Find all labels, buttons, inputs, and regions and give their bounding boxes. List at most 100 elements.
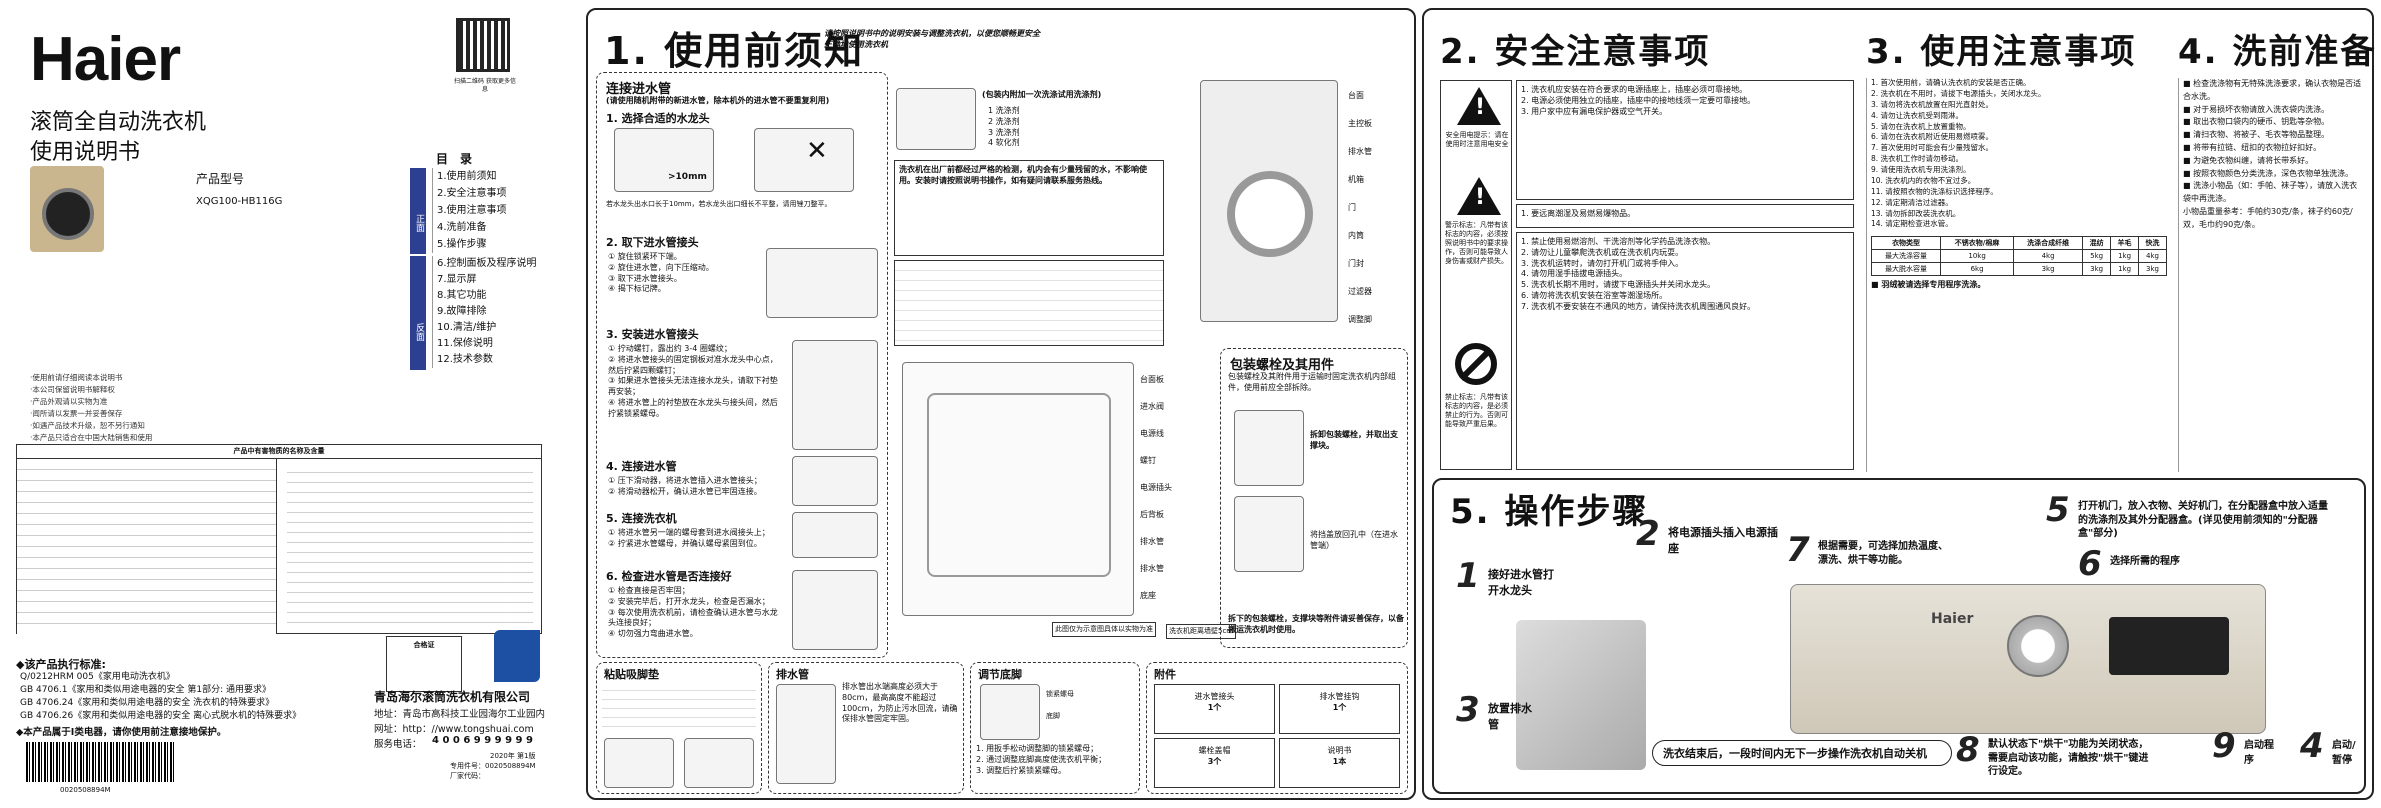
usage-items: 1. 首次使用前，请确认洗衣机的安装是否正确。2. 洗衣机在不用时，请拔下电源插… bbox=[1871, 78, 2168, 230]
section-3-body: 1. 首次使用前，请确认洗衣机的安装是否正确。2. 洗衣机在不用时，请拔下电源插… bbox=[1866, 78, 2168, 472]
usage-item: 11. 请按照衣物的洗涤标识选择程序。 bbox=[1871, 186, 1998, 196]
washer-front-illustration bbox=[1200, 80, 1338, 322]
transport-note: 拆下的包装螺栓，支撑块等附件请妥善保存，以备搬运洗衣机时使用。 bbox=[1228, 614, 1404, 634]
sticker-illustration-b bbox=[684, 738, 754, 788]
step6-heading: 6. 检查进水管是否连接好 bbox=[606, 570, 732, 583]
qr-code[interactable] bbox=[456, 18, 510, 72]
model-label: 产品型号 bbox=[196, 172, 245, 186]
cap-insert-illustration bbox=[1234, 496, 1304, 572]
step4-heading: 4. 连接进水管 bbox=[606, 460, 677, 473]
op-step-7-text: 根据需要，可选择加热温度、漂洗、烘干等功能。 bbox=[1818, 541, 1948, 566]
safety-item: 2. 请勿让儿童攀爬洗衣机或在洗衣机内玩耍。 bbox=[1521, 247, 1684, 257]
accessories-title: 附件 bbox=[1154, 668, 1176, 681]
accessory-qty: 1本 bbox=[1332, 757, 1347, 766]
faucet-dimension: >10mm bbox=[668, 172, 707, 182]
step2-list: ① 旋住锁紧环下端。② 旋住进水管，向下压缩动。③ 取下进水管接头。④ 揭下标记… bbox=[608, 252, 758, 295]
leveling-list: 1. 用扳手松动调整脚的锁紧螺母；2. 通过调整底脚高度使洗衣机平衡；3. 调整… bbox=[976, 744, 1136, 776]
pipe-title: 连接进水管 bbox=[606, 82, 672, 97]
toc-front-tab: 正面 bbox=[410, 168, 426, 254]
part-label: 门 bbox=[1348, 203, 1356, 212]
usage-item: 9. 请使用洗衣机专用洗涤剂。 bbox=[1871, 165, 1971, 174]
display-screen bbox=[2109, 617, 2229, 675]
forbid-icon bbox=[1455, 343, 1497, 385]
electric-label: 安全用电提示：请在使用时注意用电安全 bbox=[1445, 131, 1509, 149]
usage-item: 14. 请定期检查进水管。 bbox=[1871, 219, 1953, 229]
section-1-panel: 1. 使用前须知 请按照说明书中的说明安装与调整洗衣机，以便您顺畅更安全正确地使… bbox=[586, 8, 1416, 800]
usage-item: 6. 请勿在洗衣机附近使用易燃喷雾。 bbox=[1871, 132, 1994, 142]
toc-item: 7.显示屏 bbox=[437, 274, 477, 285]
step3-heading: 3. 安装进水管接头 bbox=[606, 328, 699, 341]
toc-item: 2.安全注意事项 bbox=[437, 188, 507, 199]
company-address: 地址：青岛市高科技工业园海尔工业园内 bbox=[374, 709, 546, 720]
safety-item: 3. 用户家中应有漏电保护器或空气开关。 bbox=[1521, 106, 1668, 116]
step-item: ③ 每次使用洗衣机前，请检查确认进水管与水龙头连接良好； bbox=[608, 607, 778, 628]
safety-item: 1. 洗衣机应安装在符合要求的电源插座上，插座必须可靠接地。 bbox=[1521, 85, 1748, 94]
step-item: ① 旋住锁紧环下端。 bbox=[608, 252, 682, 261]
standard-item: Q/0212HRM 005《家用电动洗衣机》 bbox=[20, 672, 175, 682]
program-knob[interactable] bbox=[2007, 615, 2069, 677]
forbid-label: 禁止标志：凡带有该标志的内容，是必须禁止的行为。否则可能导致严重后果。 bbox=[1445, 393, 1508, 429]
table-cell: 4kg bbox=[2138, 249, 2167, 264]
energy-label bbox=[494, 630, 540, 682]
leveling-title: 调节底脚 bbox=[978, 668, 1022, 681]
step5-heading: 5. 连接洗衣机 bbox=[606, 512, 677, 525]
step-item: ④ 切勿强力弯曲进水管。 bbox=[608, 629, 698, 639]
toc-item: 3.使用注意事项 bbox=[437, 205, 507, 216]
step-item: ② 安装完毕后，打开水龙头，检查是否漏水； bbox=[608, 596, 770, 606]
cross-icon: ✕ bbox=[806, 136, 828, 166]
op-step-8-text: 默认状态下"烘干"功能为关闭状态，需要启动该功能，请触按"烘干"键进行设定。 bbox=[1988, 739, 2149, 777]
toc-back-tab: 反面 bbox=[410, 256, 426, 370]
toc-title: 目 录 bbox=[436, 152, 473, 166]
hotline-label: 服务电话： bbox=[374, 739, 422, 750]
safety-box-a: 1. 洗衣机应安装在符合要求的电源插座上，插座必须可靠接地。2. 电源必须使用独… bbox=[1516, 80, 1854, 200]
washer-connect-illustration bbox=[792, 512, 878, 558]
connector-remove-illustration bbox=[766, 248, 878, 318]
leveling-illustration bbox=[980, 684, 1040, 740]
op-step-9-number: 9 bbox=[2212, 726, 2236, 766]
usage-item: 10. 洗衣机内的衣物不宜过多。 bbox=[1871, 175, 1976, 185]
cover-note: ·产品外观请以实物为准 bbox=[30, 397, 108, 406]
transport-column bbox=[1220, 348, 1408, 648]
table-cell: 5kg bbox=[2082, 249, 2112, 264]
accessory-name: 进水管接头 bbox=[1194, 692, 1235, 701]
step5-list: ① 将进水管另一端的螺母套到进水阀接头上；② 拧紧进水管螺母，并确认螺母紧固到位… bbox=[608, 528, 780, 550]
op-step-7-number: 7 bbox=[1786, 530, 1810, 570]
prep-item: 小物品重量参考：手帕约30克/条，袜子约60克/双，毛巾约90克/条。 bbox=[2183, 206, 2353, 229]
step1-text: 若水龙头出水口长于10mm，若水龙头出口细长不平整，请用锉刀整平。 bbox=[606, 200, 832, 208]
section-2-sidebar: 安全用电提示：请在使用时注意用电安全 警示标志：凡带有该标志的内容，必须按照说明… bbox=[1440, 80, 1512, 470]
prep-item: ■ 将带有拉链、纽扣的衣物拉好扣好。 bbox=[2183, 142, 2322, 152]
part-label: 台面 bbox=[1348, 91, 1364, 100]
hazard-table: 产品中有害物质的名称及含量 bbox=[16, 444, 542, 634]
usage-item: 7. 首次使用时可能会有少量残留水。 bbox=[1871, 143, 1994, 153]
toc-item: 5.操作步骤 bbox=[437, 239, 487, 250]
usage-item: 5. 请勿在洗衣机上放置重物。 bbox=[1871, 121, 1971, 131]
factory-code: 厂家代码： bbox=[450, 772, 485, 780]
part-label: 台面板 bbox=[1140, 375, 1164, 384]
table-header-cell: 羊毛 bbox=[2110, 236, 2140, 251]
section-5-panel bbox=[1432, 478, 2366, 794]
pack-item: 1 洗涤剂 bbox=[988, 106, 1020, 115]
table-header-cell: 不锈衣物/棉麻 bbox=[1940, 236, 2015, 251]
op-step-9-text: 启动程序 bbox=[2244, 740, 2274, 766]
drain-box bbox=[768, 662, 964, 794]
leak-check-illustration bbox=[792, 570, 878, 650]
table-header-cell: 洗涤合成纤维 bbox=[2013, 236, 2084, 251]
barcode bbox=[26, 742, 176, 782]
op-step-1-text: 接好进水管打开水龙头 bbox=[1488, 568, 1554, 597]
step3-list: ① 拧动螺钉，露出约 3-4 圈螺纹；② 将进水管接头的固定钢板对准水龙头中心点… bbox=[608, 344, 784, 420]
back-caption: 此图仅为示意图具体以实物为准 bbox=[1052, 622, 1156, 638]
part-label: 电源线 bbox=[1140, 429, 1164, 438]
usage-item: 1. 首次使用前，请确认洗衣机的安装是否正确。 bbox=[1871, 78, 2031, 87]
bolt-remove-illustration bbox=[1234, 410, 1304, 486]
prep-item: ■ 为避免衣物纠缠，请将长带系好。 bbox=[2183, 155, 2314, 165]
qr-caption: 扫描二维码 获取更多信息 bbox=[454, 78, 516, 93]
safety-item: 1. 禁止使用易燃溶剂、干洗溶剂等化学药品洗涤衣物。 bbox=[1521, 237, 1716, 246]
warning-text: 洗衣机在出厂前都经过严格的检测，机内会有少量残留的水，不影响使用。安装时请按照说… bbox=[899, 165, 1147, 185]
prep-item: ■ 对于易损坏衣物请放入洗衣袋内洗涤。 bbox=[2183, 104, 2330, 114]
table-cell: 3kg bbox=[2082, 262, 2112, 277]
accessory-qty: 1个 bbox=[1332, 703, 1347, 712]
section-5-title: 5. 操作步骤 bbox=[1450, 492, 1649, 532]
